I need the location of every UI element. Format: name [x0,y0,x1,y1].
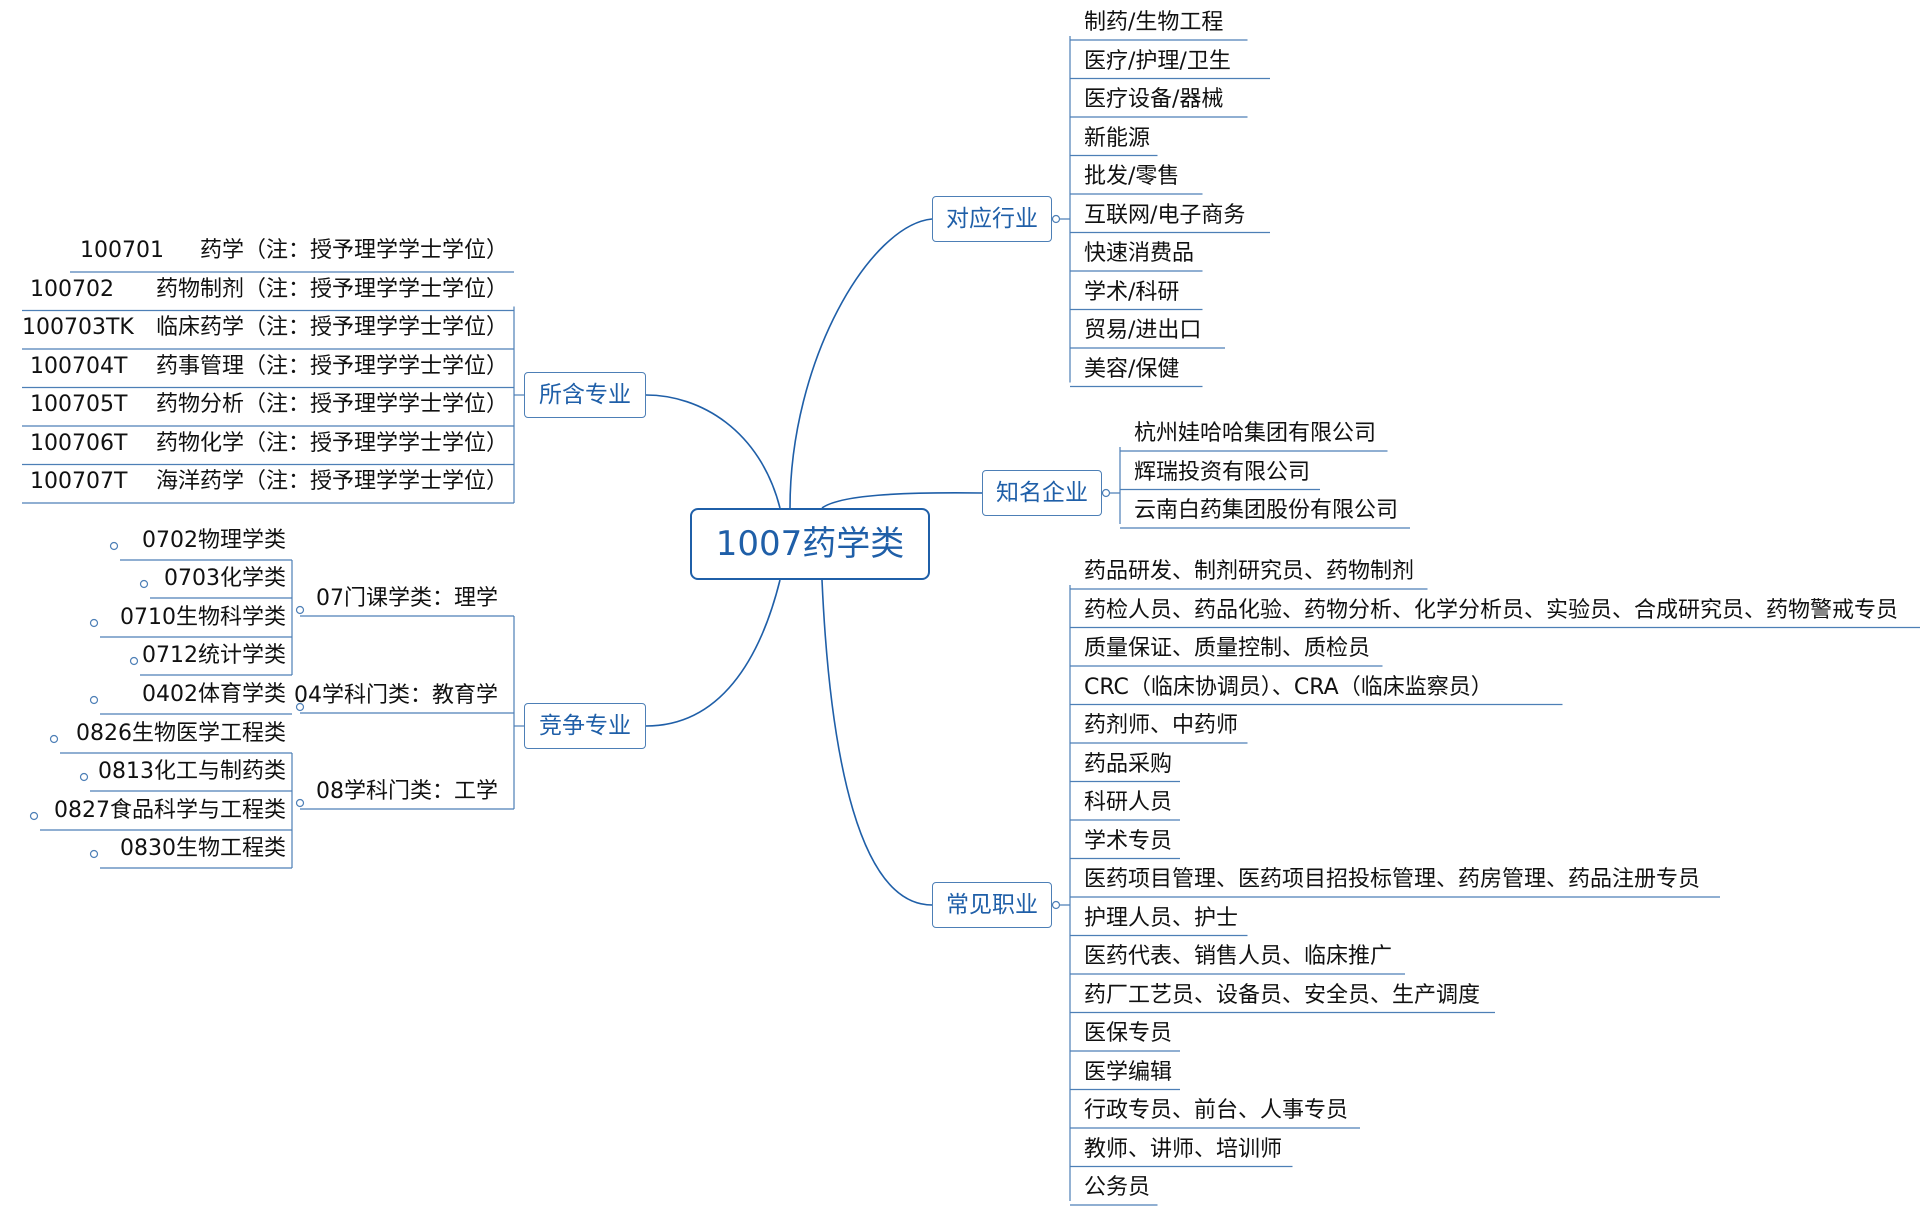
competing-item-dot [79,772,89,782]
branch-majors[interactable]: 所含专业 [524,372,646,418]
central-topic[interactable]: 1007药学类 [690,508,930,580]
competing-item-dot [129,656,139,666]
link-center-careers [821,579,933,906]
competing-item-dot [139,579,149,589]
company-collapse-dot [1101,488,1111,498]
link-center-competing [645,579,781,727]
competing-item-dot [89,618,99,628]
branch-competing[interactable]: 竞争专业 [524,703,646,749]
industry-collapse-dot [1051,214,1061,224]
career-item[interactable]: 药品采购 [1084,751,1173,777]
career-item[interactable]: 药检人员、药品化验、药物分析、化学分析员、实验员、合成研究员、药物警戒专员 [1084,597,1899,623]
competing-item[interactable]: 0710生物科学类 [120,605,286,630]
career-item[interactable]: CRC（临床协调员）、CRA（临床监察员） [1084,674,1493,700]
link-center-majors [645,394,781,509]
competing-item[interactable]: 0827食品科学与工程类 [54,798,286,823]
competing-item[interactable]: 0830生物工程类 [120,836,286,861]
major-item-code[interactable]: 100707T [30,469,128,494]
career-item[interactable]: 护理人员、护士 [1084,905,1239,931]
competing-item[interactable]: 0702物理学类 [142,528,286,553]
career-item[interactable]: 科研人员 [1084,790,1173,815]
career-item[interactable]: 医学编辑 [1084,1059,1173,1085]
branch-industries[interactable]: 对应行业 [932,196,1052,242]
industry-item[interactable]: 美容/保健 [1084,356,1180,382]
major-item-code[interactable]: 100704T [30,353,128,379]
major-item-code[interactable]: 100703TK [22,315,134,340]
career-item[interactable]: 学术专员 [1084,828,1173,854]
industry-item[interactable]: 贸易/进出口 [1084,318,1202,343]
industry-item[interactable]: 医疗设备/器械 [1084,87,1224,112]
industry-item[interactable]: 快速消费品 [1084,241,1195,266]
career-item[interactable]: 药厂工艺员、设备员、安全员、生产调度 [1084,982,1481,1008]
link-center-companies [821,492,983,509]
career-item[interactable]: 药剂师、中药师 [1084,713,1239,738]
competing-group-label[interactable]: 04学科门类：教育学 [294,683,498,708]
competing-group-label[interactable]: 07门课学类：理学 [316,586,498,611]
competing-item-dot [89,849,99,859]
competing-item-dot [29,811,39,821]
major-item-name[interactable]: 药学（注：授予理学学士学位） [199,238,508,263]
industry-item[interactable]: 新能源 [1084,125,1151,151]
competing-item-dot [109,541,119,551]
company-item[interactable]: 云南白药集团股份有限公司 [1134,498,1399,523]
major-item-name[interactable]: 海洋药学（注：授予理学学士学位） [155,469,508,494]
major-item-name[interactable]: 药事管理（注：授予理学学士学位） [155,353,508,379]
industry-item[interactable]: 医疗/护理/卫生 [1084,48,1231,74]
branch-careers[interactable]: 常见职业 [932,882,1052,928]
major-item-code[interactable]: 100705T [30,392,128,417]
competing-item[interactable]: 0712统计学类 [142,643,286,668]
career-item[interactable]: 医保专员 [1084,1021,1173,1046]
major-item-name[interactable]: 药物化学（注：授予理学学士学位） [155,430,508,456]
industry-item[interactable]: 批发/零售 [1084,164,1180,189]
link-center-industries [789,218,933,509]
industry-item[interactable]: 学术/科研 [1084,279,1180,305]
major-item-name[interactable]: 药物制剂（注：授予理学学士学位） [155,276,508,302]
competing-group-label[interactable]: 08学科门类：工学 [316,779,498,804]
competing-item-dot [89,695,99,705]
competing-group-dot [295,702,305,712]
branch-companies[interactable]: 知名企业 [982,470,1102,516]
competing-group-dot [295,605,305,615]
major-item-code[interactable]: 100702 [30,276,114,302]
career-item[interactable]: 医药项目管理、医药项目招投标管理、药房管理、药品注册专员 [1084,867,1701,892]
career-item[interactable]: 医药代表、销售人员、临床推广 [1084,944,1393,969]
competing-item[interactable]: 0703化学类 [164,566,286,591]
competing-group-dot [295,798,305,808]
career-collapse-dot [1051,900,1061,910]
major-item-name[interactable]: 临床药学（注：授予理学学士学位） [155,315,508,340]
career-item[interactable]: 教师、讲师、培训师 [1084,1136,1283,1162]
company-item[interactable]: 杭州娃哈哈集团有限公司 [1134,421,1377,446]
industry-item[interactable]: 制药/生物工程 [1084,10,1224,35]
competing-item[interactable]: 0813化工与制药类 [98,759,286,784]
major-item-code[interactable]: 100706T [30,430,128,456]
competing-item[interactable]: 0402体育学类 [142,682,286,707]
competing-item[interactable]: 0826生物医学工程类 [76,721,286,746]
industry-item[interactable]: 互联网/电子商务 [1084,202,1246,228]
competing-item-dot [49,734,59,744]
career-item[interactable]: 质量保证、质量控制、质检员 [1084,636,1371,661]
career-item[interactable]: 药品研发、制剂研究员、药物制剂 [1084,559,1415,584]
major-item-code[interactable]: 100701 [80,238,164,263]
career-item[interactable]: 公务员 [1084,1175,1151,1200]
company-item[interactable]: 辉瑞投资有限公司 [1134,459,1311,485]
career-item[interactable]: 行政专员、前台、人事专员 [1084,1098,1349,1123]
major-item-name[interactable]: 药物分析（注：授予理学学士学位） [155,392,508,417]
